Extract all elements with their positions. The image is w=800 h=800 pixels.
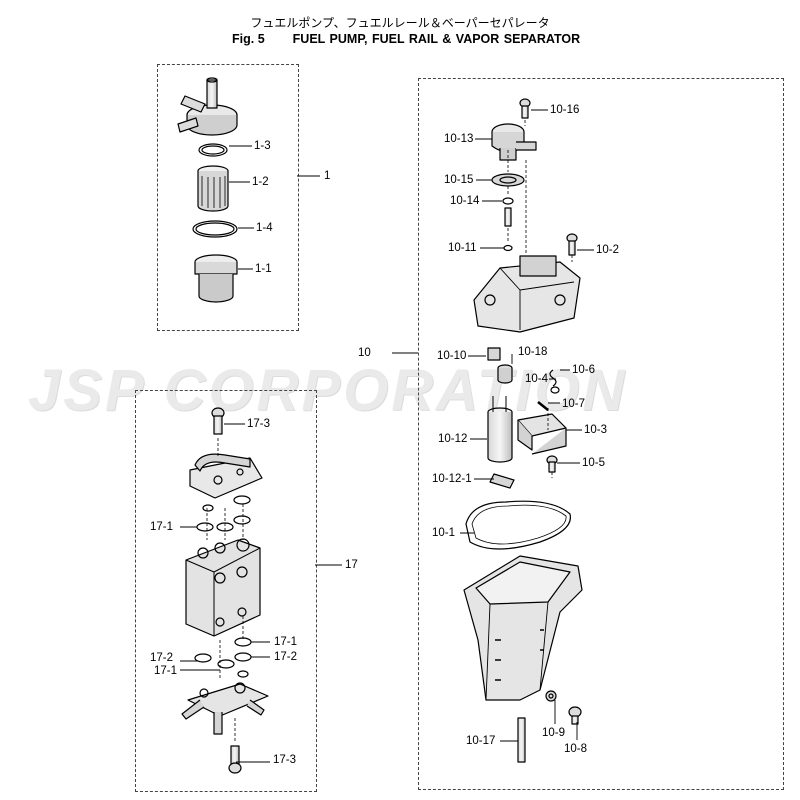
label-10-11: 10-11 [448,242,477,254]
hose-10-17-part [517,717,526,763]
label-17-1-right: 17-1 [274,636,298,648]
label-10-17: 10-17 [466,735,496,747]
label-17-3-top: 17-3 [247,418,271,430]
label-10-4: 10-4 [525,373,549,385]
label-10-5: 10-5 [582,457,606,469]
label-10-15: 10-15 [444,174,474,186]
label-17-3-bottom: 17-3 [273,754,297,766]
bolt-17-3-top-part [211,407,225,435]
label-17-2-right: 17-2 [274,651,298,663]
label-10-14: 10-14 [450,195,480,207]
label-10: 10 [358,347,371,359]
label-10-18: 10-18 [518,346,548,358]
label-10-1: 10-1 [432,527,456,539]
label-10-12-1: 10-12-1 [432,473,472,485]
label-1-2: 1-2 [252,176,269,188]
o-ring-1-4-part [192,220,238,238]
label-10-7: 10-7 [562,398,586,410]
group-box-10 [418,78,784,790]
title-japanese: フュエルポンプ、フュエルレール＆ベーパーセパレータ [250,16,550,30]
screw-10-2-part [566,233,578,256]
rail-orings-upper-part [196,495,251,532]
float-10-3-part [517,413,567,455]
label-10-9: 10-9 [542,727,566,739]
filter-cup-1-1-part [194,254,238,303]
gasket-10-15-part [491,173,525,187]
filter-element-1-2-part [197,165,229,212]
o-ring-1-3-part [198,143,228,157]
filter-10-18-part [497,364,513,384]
pipe-10-14-part [504,207,512,227]
fuel-rail-body-part [185,538,261,637]
label-17: 17 [345,559,358,571]
group-box-17 [135,390,317,792]
screw-10-5-part [546,455,558,473]
separator-bowl-part [463,555,583,701]
label-1-1: 1-1 [255,263,272,275]
figure-title: FUEL PUMP, FUEL RAIL & VAPOR SEPARATOR [292,32,581,46]
oring-10-14-part [502,197,514,205]
clip-10-6-part [549,369,557,387]
label-10-6: 10-6 [572,364,596,376]
figure-number: Fig. 5 [232,32,265,46]
bolt-17-3-bottom-part [228,745,242,774]
label-10-10: 10-10 [437,350,467,362]
drain-screw-10-8-part [568,706,582,725]
label-10-8: 10-8 [564,743,588,755]
label-1-4: 1-4 [256,222,273,234]
oring-10-9-part [545,690,557,702]
watermark: JSP CORPORATION [28,358,628,423]
label-10-3: 10-3 [584,424,608,436]
fuel-pump-10-12-part [487,396,513,463]
oring-10-11-part [503,244,513,252]
rail-orings-lower-part [194,637,252,678]
label-10-12: 10-12 [438,433,468,445]
regulator-10-13-part [491,123,537,161]
damper-10-12-1-part [489,473,515,489]
label-1-3: 1-3 [254,140,271,152]
label-17-2-left: 17-2 [150,652,174,664]
screw-10-16-part [519,98,531,119]
lower-rail-plate-part [181,682,269,735]
label-10-13: 10-13 [444,133,474,145]
label-1: 1 [324,170,331,182]
separator-cover-part [473,255,581,333]
gasket-10-1-part [465,500,572,550]
filter-cap-part [177,77,238,136]
label-10-2: 10-2 [596,244,620,256]
title-english: Fig. 5 FUEL PUMP, FUEL RAIL & VAPOR SEPAR… [232,32,580,46]
oring-10-4-part [550,386,560,394]
upper-rail-plate-part [189,453,263,499]
label-17-1-left: 17-1 [150,521,174,533]
connector-10-10-part [487,347,501,361]
label-17-1-lower: 17-1 [154,665,178,677]
pin-10-7-part [537,401,549,411]
group-box-1 [157,64,299,331]
label-10-16: 10-16 [550,104,580,116]
